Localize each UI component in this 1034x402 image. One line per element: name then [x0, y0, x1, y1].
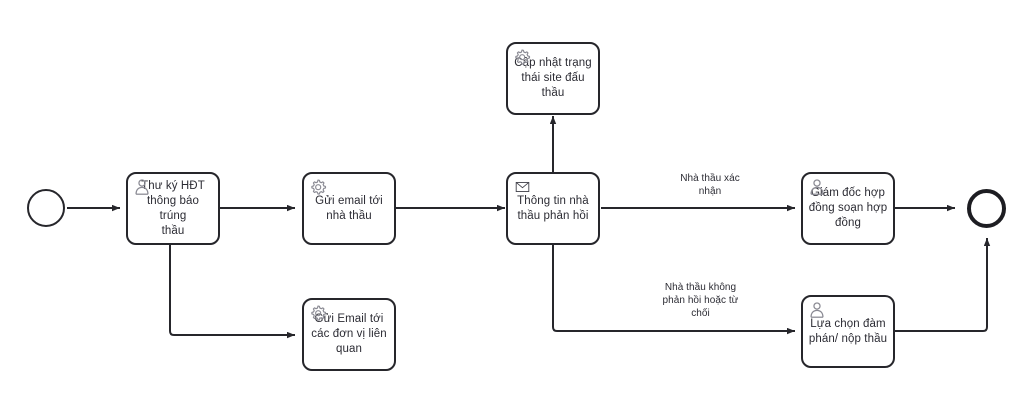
end-event[interactable] [967, 189, 1006, 228]
task-label: Thông tin nhà thầu phản hồi [517, 194, 589, 222]
task-label: Gửi Email tới các đơn vị liên quan [311, 313, 387, 355]
task-gui-email-nha-thau[interactable]: Gửi email tới nhà thầu [302, 172, 396, 245]
task-thu-ky-hdt[interactable]: Thư ký HĐT thông báo trúng thầu [126, 172, 220, 245]
envelope-icon [515, 181, 530, 193]
task-label: Gửi email tới nhà thầu [315, 194, 383, 222]
start-event[interactable] [27, 189, 65, 227]
task-lua-chon-dam-phan[interactable]: Lựa chọn đàm phán/ nộp thầu [801, 295, 895, 368]
task-label: Thư ký HĐT thông báo trúng thầu [141, 179, 205, 237]
edge-thongtin-to-luachon [552, 245, 795, 335]
task-cap-nhat-trang-thai[interactable]: Cập nhật trạng thái site đấu thầu [506, 42, 600, 115]
task-label: Cập nhật trạng thái site đấu thầu [514, 57, 592, 99]
task-thong-tin-phan-hoi[interactable]: Thông tin nhà thầu phản hồi [506, 172, 600, 245]
task-label: Giám đốc hợp đồng soạn hợp đồng [808, 187, 888, 229]
edge-luachon-to-end [895, 238, 991, 332]
edge-label-xac-nhan: Nhà thầu xác nhận [680, 173, 740, 197]
edge-label-tu-choi: Nhà thầu không phản hồi hoặc từ chối [662, 282, 739, 319]
task-gui-email-don-vi[interactable]: Gửi Email tới các đơn vị liên quan [302, 298, 396, 371]
task-label: Lựa chọn đàm phán/ nộp thầu [808, 317, 888, 345]
task-giam-doc-hop-dong[interactable]: Giám đốc hợp đồng soạn hợp đồng [801, 172, 895, 245]
edge-thuky-to-donvi [169, 245, 295, 339]
